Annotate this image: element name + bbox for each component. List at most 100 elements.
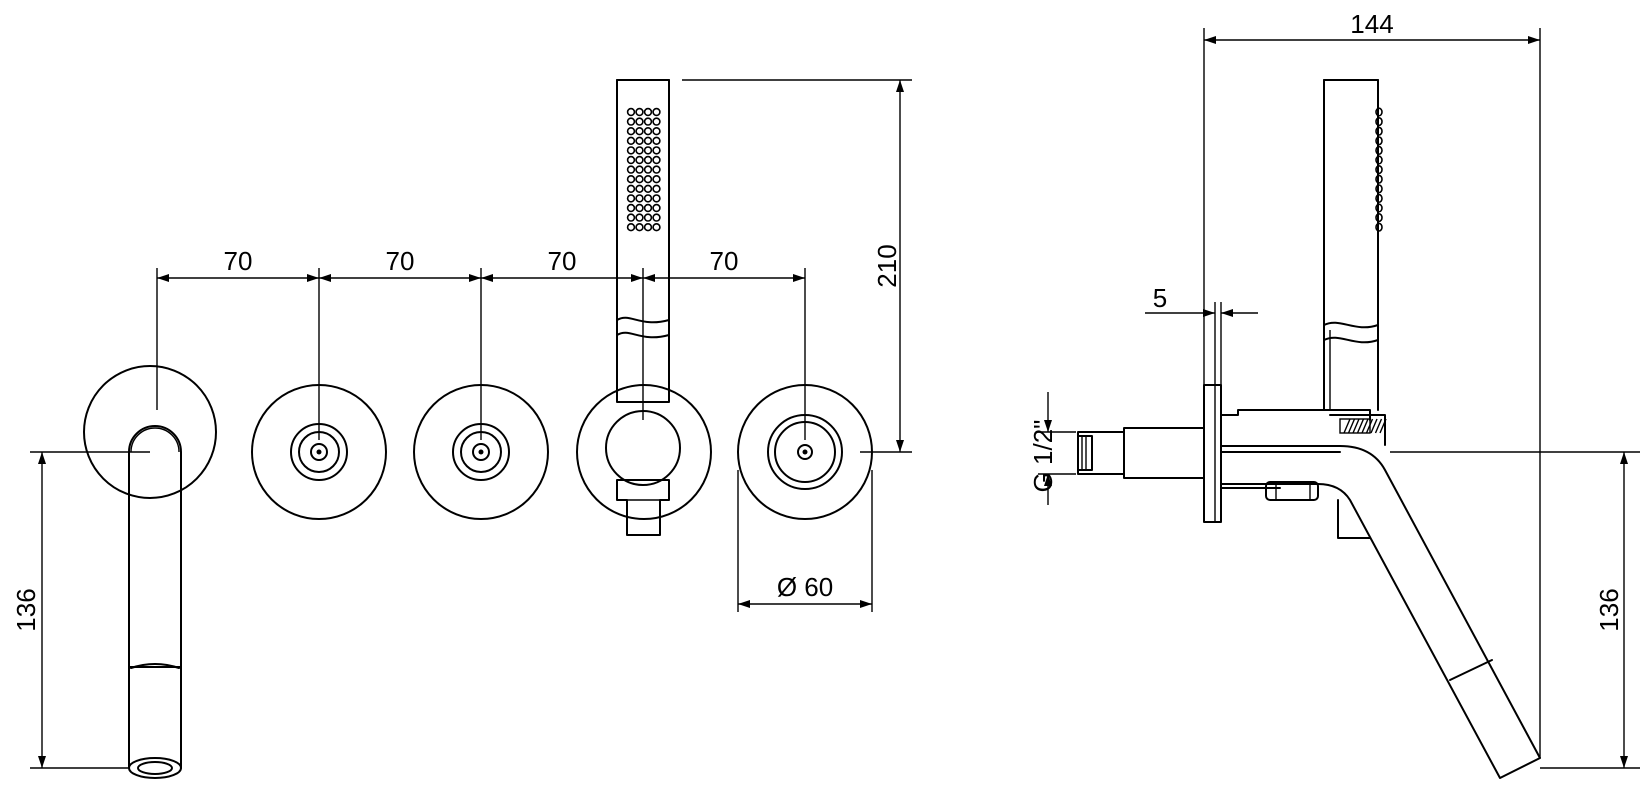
wall-plate	[1203, 384, 1222, 523]
nozzle-dot	[626, 213, 636, 222]
side-nozzle-dot	[1375, 145, 1383, 155]
side-spout	[1220, 445, 1541, 779]
mixer-body	[1220, 409, 1371, 539]
nozzle-dot	[643, 203, 653, 213]
nozzle-dot	[652, 107, 661, 117]
rosette-diameter-dimension: Ø 60	[737, 470, 873, 612]
nozzle-dot	[652, 136, 661, 146]
overall-depth-dimension: 144	[1203, 9, 1541, 758]
spout-drop-label: 136	[11, 588, 41, 631]
nozzle-dot	[652, 223, 661, 232]
nozzle-dot	[626, 184, 636, 194]
nozzle-dot	[643, 126, 653, 136]
nozzle-dot	[635, 146, 644, 155]
nozzle-dot	[626, 155, 636, 165]
inlet-connection	[1077, 427, 1205, 479]
plate-thickness-dimension: 5	[1145, 283, 1258, 385]
knurl-line	[1370, 418, 1378, 434]
nozzle-dot	[643, 184, 653, 194]
nozzle-dot	[643, 107, 653, 117]
nozzle-dot	[635, 184, 644, 194]
nozzle-dot	[635, 165, 644, 174]
side-nozzle-dot	[1375, 136, 1383, 146]
side-nozzle-dot	[1375, 222, 1383, 232]
side-nozzle-dot	[1375, 155, 1383, 165]
side-nozzle-dot	[1375, 213, 1383, 223]
knurl-line	[1347, 418, 1356, 434]
nozzle-dot	[643, 136, 653, 146]
nozzle-dot	[626, 165, 636, 174]
nozzle-dot	[626, 136, 636, 146]
nozzle-dot	[652, 213, 661, 222]
spacing-label-2: 70	[386, 246, 415, 276]
side-nozzle-dot	[1375, 126, 1383, 136]
thread-dimension: G 1/2"	[1028, 392, 1076, 505]
nozzle-dot	[635, 126, 644, 136]
nozzle-dot	[643, 117, 653, 126]
knurl-line	[1361, 418, 1369, 434]
side-nozzle-dot	[1375, 165, 1383, 175]
knurl-line	[1352, 418, 1360, 434]
spacing-dimensions: 70 70 70 70	[156, 246, 806, 440]
spout-drop-dimension: 136	[11, 451, 150, 769]
nozzle-dot	[626, 175, 636, 184]
side-spout-drop-label: 136	[1594, 588, 1624, 631]
holder-knurling	[1343, 418, 1387, 434]
knurl-line	[1379, 418, 1387, 434]
nozzle-dot	[635, 155, 644, 165]
nozzle-dot	[643, 213, 653, 222]
handshower-holder	[1329, 414, 1387, 446]
spacing-label-1: 70	[224, 246, 253, 276]
nozzle-dot	[643, 146, 653, 155]
nozzle-dot	[635, 194, 644, 203]
nozzle-dot	[643, 223, 653, 232]
side-nozzle-dot	[1375, 174, 1383, 184]
knurl-line	[1365, 418, 1374, 434]
nozzle-dot	[626, 126, 636, 136]
nozzle-dot	[643, 175, 653, 184]
overall-depth-label: 144	[1350, 9, 1393, 39]
nozzle-dot	[626, 203, 636, 213]
knurl-line	[1374, 418, 1383, 434]
nozzle-dot	[635, 223, 644, 232]
nozzle-dot	[635, 175, 644, 184]
side-nozzle-dot	[1375, 184, 1383, 194]
nozzle-dot	[626, 223, 636, 232]
handshower-holder-rosette	[576, 279, 712, 536]
side-nozzle-dot	[1375, 203, 1383, 213]
nozzle-dot	[635, 107, 644, 117]
side-handshower	[1323, 79, 1383, 411]
nozzle-dot	[635, 136, 644, 146]
nozzle-dot	[626, 107, 636, 117]
side-view: 144 5 G 1/2" 136	[1028, 9, 1640, 779]
side-nozzle-dot	[1375, 193, 1383, 203]
nozzle-dot	[635, 213, 644, 222]
nozzle-dot	[652, 126, 661, 136]
nozzle-dot	[652, 165, 661, 174]
nozzle-dot	[626, 146, 636, 155]
handshower-height-label: 210	[872, 244, 902, 287]
knurl-line	[1356, 418, 1365, 434]
spray-nozzles	[626, 107, 661, 232]
spacing-label-4: 70	[710, 246, 739, 276]
side-spray-nozzles	[1375, 107, 1383, 232]
spacing-label-3: 70	[548, 246, 577, 276]
nozzle-dot	[652, 117, 661, 126]
nozzle-dot	[635, 117, 644, 126]
nozzle-dot	[652, 184, 661, 194]
knurl-line	[1343, 418, 1351, 434]
handshower-height-dimension: 210	[682, 79, 912, 453]
nozzle-dot	[643, 155, 653, 165]
nozzle-dot	[652, 155, 661, 165]
side-spout-drop-dimension: 136	[1390, 451, 1640, 769]
spout-rosette	[83, 365, 217, 779]
side-nozzle-dot	[1375, 116, 1383, 127]
front-view: 70 70 70 70 210 136 Ø 60	[11, 79, 912, 779]
nozzle-dot	[635, 203, 644, 213]
plate-thickness-label: 5	[1153, 283, 1167, 313]
thread-label: G 1/2"	[1028, 420, 1058, 493]
nozzle-dot	[626, 117, 636, 126]
nozzle-dot	[652, 175, 661, 184]
nozzle-dot	[652, 146, 661, 155]
